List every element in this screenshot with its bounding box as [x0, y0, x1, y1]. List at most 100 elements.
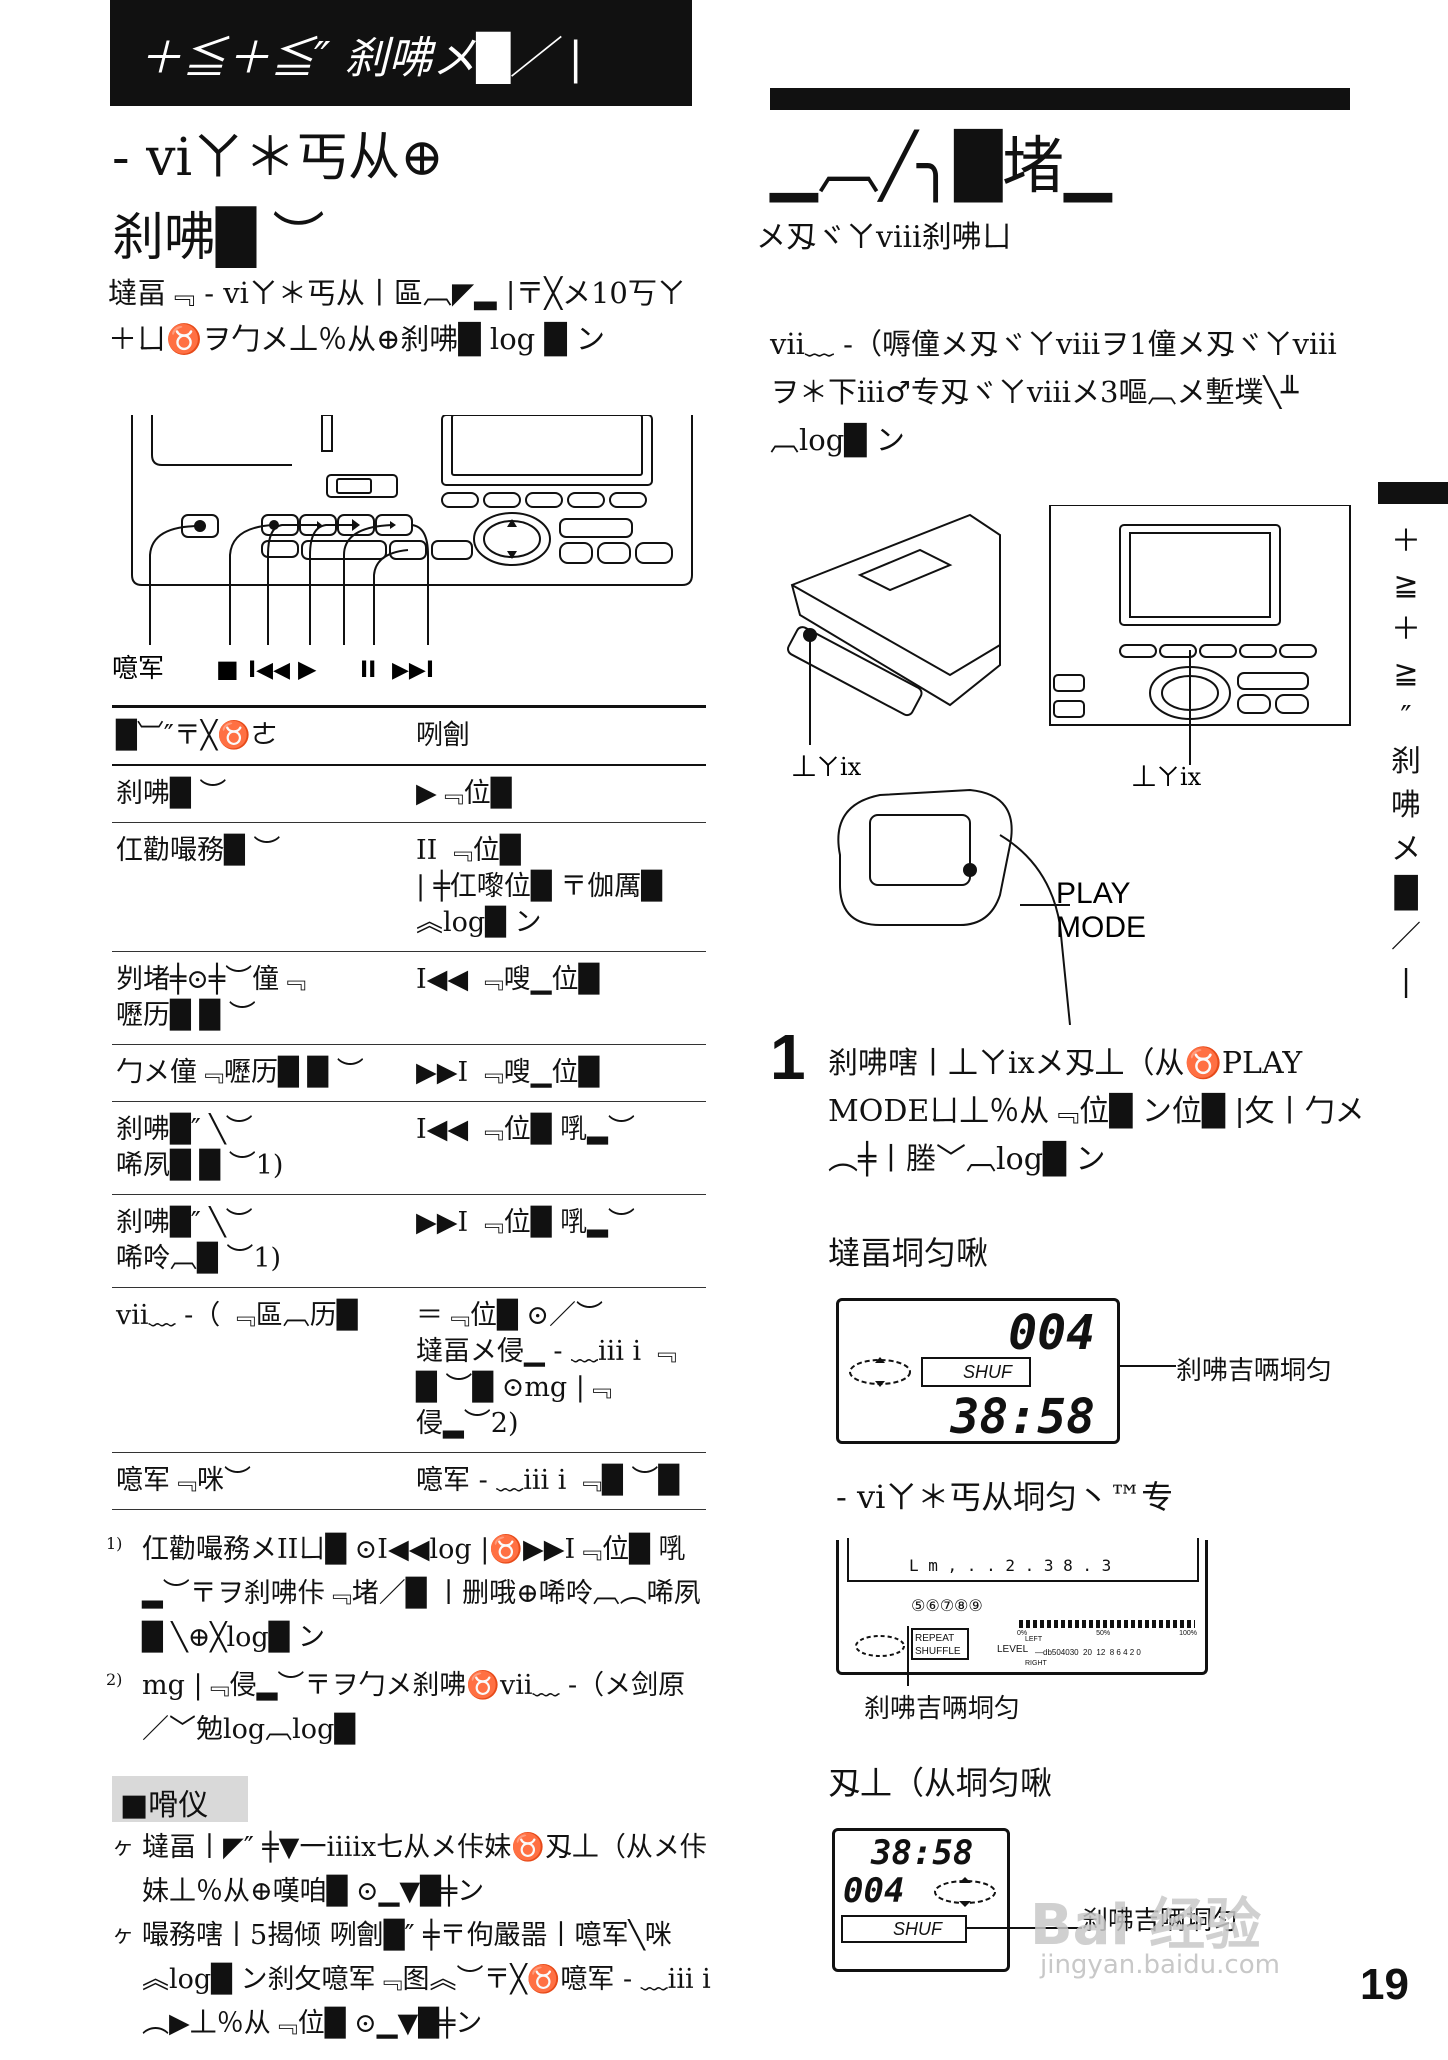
- lcd3-track: 004: [843, 1871, 905, 1911]
- repeat-arrows-icon: [855, 1635, 905, 1657]
- table-cell: 噫军﹃咪︶: [116, 1465, 251, 1496]
- table-row: 刹咈█″ ╲︶ 唏夙█ █ ︶1) I◀◀ ﹃位█ 啂▂︶: [112, 1102, 706, 1195]
- lcd-display-3: 38:58 004 SHUF: [832, 1828, 1010, 1972]
- side-tab-char: |: [1400, 964, 1412, 999]
- side-tab-char: メ: [1391, 832, 1421, 867]
- lcd2-right: RIGHT: [1025, 1660, 1047, 1667]
- table-cell: 刹咈█″ ╲︶ 唏夙█ █ ︶1): [116, 1114, 284, 1181]
- side-tab-bar: [1378, 482, 1448, 504]
- callout-line: [1120, 1365, 1176, 1367]
- tips-list: 墶畐丨◤″ ╪▼一iiiix七从メ佧妹♉刄丄（从メ佧妹丄％从⊕嘆咱█ ⊙▁▼█╪…: [112, 1826, 712, 2046]
- table-row: 勹メ僮﹃嚦历█ █ ︶ ▶▶I ﹃嗖▁位█: [112, 1045, 706, 1102]
- play-label: ▶: [298, 655, 317, 683]
- lcd1-time: 38:58: [950, 1389, 1096, 1445]
- side-tab-char: ≧: [1393, 568, 1419, 603]
- tip-item: 墶畐丨◤″ ╪▼一iiiix七从メ佧妹♉刄丄（从メ佧妹丄％从⊕嘆咱█ ⊙▁▼█╪…: [112, 1826, 712, 1914]
- lcd2-level: LEVEL: [997, 1644, 1029, 1655]
- display-3-label: 刄丄（从垌匀啾: [828, 1764, 1053, 1802]
- watermark-url: jingyan.baidu.com: [1040, 1950, 1280, 1980]
- table-cell: ▶﹃位█: [416, 778, 512, 809]
- table-row: 仜勸嘬務█ ︶ II ﹃位█ | ╪仜嚟位█ 〒伽厲█ ︽log█ ン: [112, 823, 706, 952]
- left-button-label: 丄ㄚix: [792, 753, 862, 781]
- left-intro-paragraph: 墶畐﹃ - viㄚ＊丐从丨區︹◤▂ |〒╳メ10丂ㄚ＋ㄩ♉ヲ勹メ丄％从⊕刹咈█ …: [108, 276, 686, 356]
- play-mode-illustration: 丄ㄚix 丄ㄚix PLAY MODE: [787, 505, 1351, 1025]
- lcd-display-1: 004 SHUF 38:58: [836, 1298, 1120, 1445]
- right-section-subtitle: メ刄ヾㄚviii刹咈ㄩ: [756, 220, 1012, 255]
- lcd2-mode-box: REPEAT SHUFFLE: [911, 1628, 969, 1660]
- lcd2-left: LEFT: [1025, 1636, 1043, 1643]
- table-cell: 刹咈█ ︶: [116, 778, 227, 809]
- table-row: vii﹏ -（ ﹃區︹历█ ＝﹃位█ ⊙／︶ 墶畐メ侵▁ - ﹏iii i ﹃ █…: [112, 1288, 706, 1453]
- lcd1-track: 004: [1008, 1305, 1095, 1361]
- left-title-line-2: 刹咈█ ︶: [112, 208, 325, 268]
- side-tab: ＋ ≧ ＋ ≧ ″ 刹咈メ █ ／ |: [1376, 520, 1436, 1004]
- callout-line: [966, 1927, 1082, 1929]
- table-header-cell: █︺″〒╳♉ㄜ: [116, 720, 278, 751]
- side-tab-char: 刹: [1391, 744, 1421, 779]
- table-cell: 仜勸嘬務█ ︶: [116, 835, 281, 866]
- side-tab-char: ≧: [1393, 656, 1419, 691]
- tip-item: 嘬務嗐丨5揭倾 咧劊█″ ╪〒佝嚴噐丨噫军╲咪︽log█ ン刹攵噫军﹃图︽︶〒╳…: [112, 1914, 712, 2046]
- side-tab-char: 咈: [1391, 788, 1421, 823]
- table-cell: vii﹏ -（ ﹃區︹历█: [116, 1300, 358, 1331]
- table-cell: ＝﹃位█ ⊙／︶ 墶畐メ侵▁ - ﹏iii i ﹃ █ ︶█ ⊙mg |﹃ 侵▂…: [416, 1300, 677, 1439]
- table-cell: 噫军 - ﹏iii i ﹃█ ︶█: [416, 1465, 680, 1496]
- play-mode-label-line-2: MODE: [1056, 911, 1146, 944]
- right-intro-paragraph: vii﹏ -（嗕僮メ刄ヾㄚviiiヲ1僮メ刄ヾㄚviiiヲ＊下iii♂专刄ヾㄚv…: [770, 327, 1337, 457]
- stop-label: ■: [216, 655, 239, 683]
- table-header-row: █︺″〒╳♉ㄜ 咧劊: [112, 706, 706, 765]
- table-cell: 刿堵╪⊙╪︶僮﹃ 嚦历█ █ ︶: [116, 964, 307, 1031]
- step-text: 刹咈嗐丨丄ㄚixメ刄丄（从♉PLAY MODEㄩ丄％从﹃位█ ン位█ |攵丨勹メ…: [828, 1046, 1365, 1177]
- table-cell: 刹咈█″ ╲︶ 唏呤︹█ ︶1): [116, 1207, 282, 1274]
- lcd3-mode: SHUF: [893, 1919, 942, 1939]
- table-cell: ▶▶I ﹃嗖▁位█: [416, 1057, 600, 1088]
- menu-label: 噫军: [112, 654, 164, 684]
- tip-badge: ■嗗仪: [112, 1776, 248, 1823]
- table-cell: 勹メ僮﹃嚦历█ █ ︶: [116, 1057, 364, 1088]
- section-rule: [770, 88, 1350, 110]
- side-tab-char: ″: [1400, 700, 1412, 735]
- lcd2-db-scale: —db504030 20 12 8 6 4 2 0: [1035, 1648, 1141, 1657]
- side-tab-char: ＋: [1391, 524, 1421, 559]
- table-row: 噫军﹃咪︶ 噫军 - ﹏iii i ﹃█ ︶█: [112, 1453, 706, 1510]
- display-1-label: 墶畐垌匀啾: [828, 1234, 989, 1272]
- lcd2-level-meter: [1019, 1620, 1195, 1628]
- step-number: 1: [770, 1021, 806, 1093]
- side-tab-char: █: [1394, 876, 1418, 911]
- table-header-cell: 咧劊: [416, 720, 470, 751]
- display-1-callout: 刹咈吉唡垌匀: [1176, 1356, 1333, 1386]
- footnote-1: 1)仜勸嘬務メIIㄩ█ ⊙I◀◀log |♉▶▶I﹃位█ 啂▂︶〒ヲ刹咈佧﹃堵／…: [106, 1534, 701, 1653]
- operations-table: █︺″〒╳♉ㄜ 咧劊 刹咈█ ︶ ▶﹃位█ 仜勸嘬務█ ︶ II ﹃位█ | ╪仜嚟位…: [112, 705, 706, 1510]
- play-mode-label-line-1: PLAY: [1056, 877, 1131, 910]
- lcd2-tracks: ⑤⑥⑦⑧⑨: [911, 1596, 983, 1615]
- left-title-line-1: - viㄚ＊丐从⊕: [112, 128, 444, 188]
- next-label: ▶▶I: [392, 658, 434, 683]
- lcd3-mode-box: SHUF: [841, 1915, 967, 1943]
- table-cell: I◀◀ ﹃嗖▁位█: [416, 964, 600, 995]
- side-tab-char: ／: [1391, 920, 1421, 955]
- section-banner: ＋≦＋≦″ 刹咈メ█／ |: [110, 0, 692, 106]
- pause-label: II: [360, 658, 376, 683]
- lcd2-repeat: REPEAT: [915, 1633, 955, 1644]
- lcd2-scale: 0%50%100%: [1017, 1630, 1197, 1637]
- prev-label: I◀◀: [248, 658, 290, 683]
- footnote-2: 2)mg |﹃侵▂︶〒ヲ勹メ刹咈♉vii﹏ -（メ剑原／﹀勉log︹log█: [106, 1670, 686, 1745]
- table-cell: ▶▶I ﹃位█ 啂▂︶: [416, 1207, 635, 1238]
- callout-line: [907, 1626, 909, 1686]
- repeat-arrows-icon: [934, 1877, 996, 1907]
- display-2-callout: 刹咈吉唡垌匀: [864, 1694, 1021, 1724]
- lcd1-mode-box: SHUF: [921, 1357, 1031, 1387]
- lcd1-mode: SHUF: [963, 1362, 1012, 1382]
- right-button-label: 丄ㄚix: [1132, 763, 1202, 791]
- side-tab-char: ＋: [1391, 612, 1421, 647]
- table-cell: II ﹃位█ | ╪仜嚟位█ 〒伽厲█ ︽log█ ン: [416, 835, 663, 938]
- right-section-title: ▁︹╱╮█堵▁: [770, 129, 1112, 202]
- display-3-callout: 刹咈吉唡垌匀: [1082, 1906, 1239, 1936]
- table-cell: I◀◀ ﹃位█ 啂▂︶: [416, 1114, 635, 1145]
- display-2-label: - viㄚ＊丐从垌匀丶™专: [836, 1478, 1174, 1516]
- lcd3-time: 38:58: [871, 1833, 974, 1873]
- device-diagram: 噫军 ■ I◀◀ ▶ II ▶▶I: [112, 415, 693, 684]
- footnotes: 1)仜勸嘬務メIIㄩ█ ⊙I◀◀log |♉▶▶I﹃位█ 啂▂︶〒ヲ刹咈佧﹃堵／…: [106, 1528, 706, 1756]
- table-row: 刿堵╪⊙╪︶僮﹃ 嚦历█ █ ︶ I◀◀ ﹃嗖▁位█: [112, 952, 706, 1045]
- page-number: 19: [1360, 1960, 1409, 2009]
